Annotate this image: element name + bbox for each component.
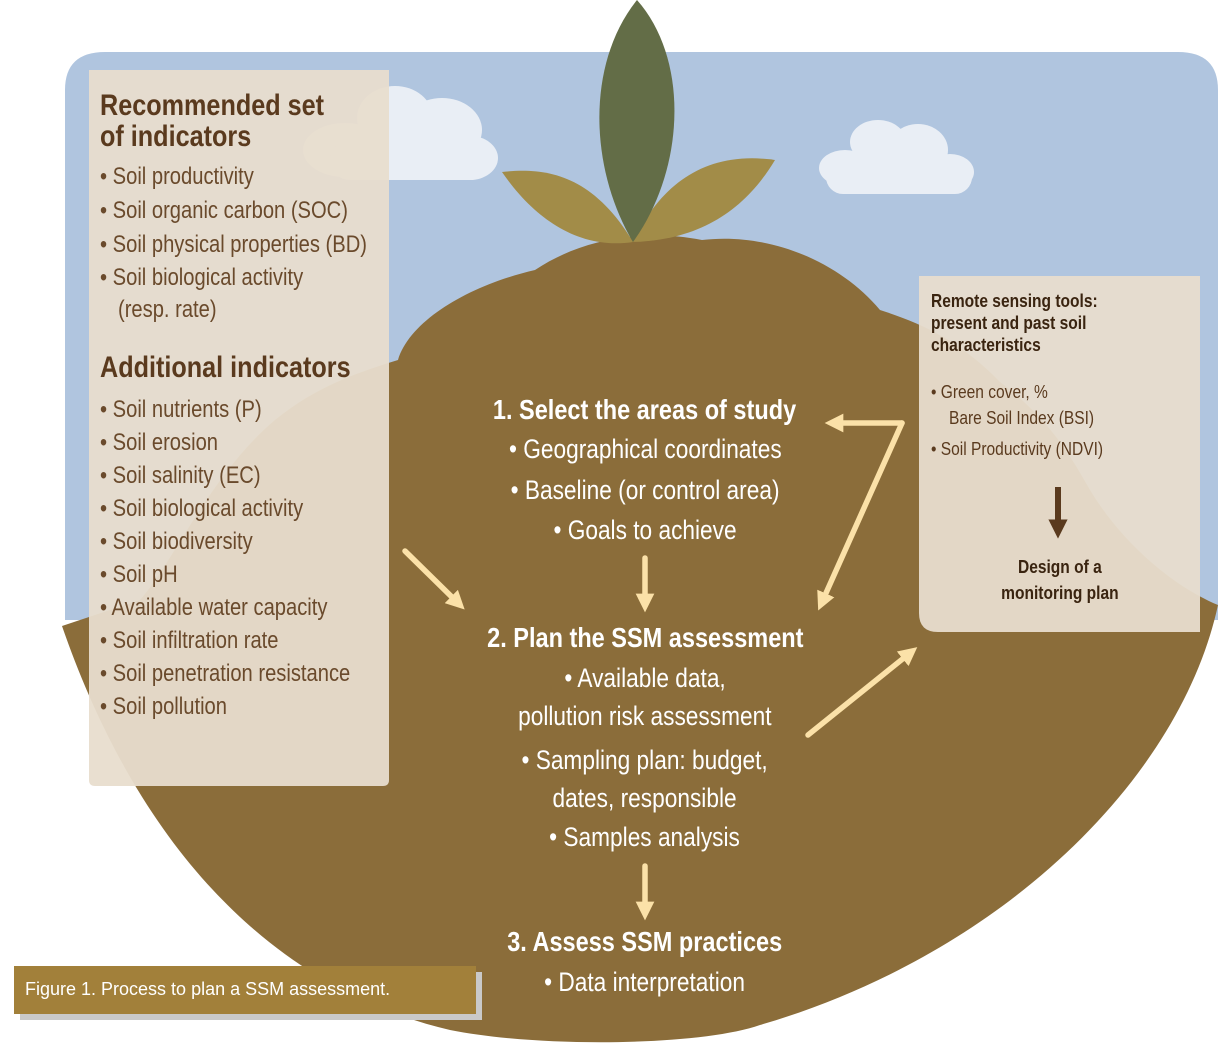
additional-item: • Soil pH — [100, 561, 178, 588]
recommended-title-line2: of indicators — [100, 120, 252, 153]
step3-title: 3. Assess SSM practices — [507, 926, 783, 957]
remote-item: • Green cover, % — [931, 381, 1048, 402]
step2-item: • Available data, — [564, 663, 726, 693]
remote-title-line1: Remote sensing tools: — [931, 290, 1098, 311]
step2-item: dates, responsible — [552, 783, 738, 813]
arrow-step2-to-remote — [805, 647, 918, 738]
left-panel-shape — [89, 70, 389, 786]
step1-item: • Geographical coordinates — [508, 434, 782, 464]
remote-item: • Soil Productivity (NDVI) — [931, 438, 1104, 459]
recommended-item: • Soil physical properties (BD) — [100, 231, 368, 258]
design-label-line1: Design of a — [1018, 556, 1102, 577]
additional-item: • Soil salinity (EC) — [100, 462, 261, 489]
recommended-item-continued: (resp. rate) — [118, 296, 217, 323]
additional-item: • Soil nutrients (P) — [100, 396, 262, 423]
step1-item: • Baseline (or control area) — [510, 475, 780, 505]
remote-item-continued: Bare Soil Index (BSI) — [949, 407, 1095, 428]
additional-item: • Soil biodiversity — [100, 528, 253, 555]
flow-arrows — [402, 413, 918, 921]
additional-item: • Soil pollution — [100, 693, 227, 720]
additional-item: • Soil infiltration rate — [100, 627, 279, 654]
step2-item: pollution risk assessment — [518, 701, 772, 731]
recommended-item: • Soil productivity — [100, 163, 254, 190]
leaf-center — [599, 0, 675, 242]
additional-item: • Available water capacity — [100, 594, 328, 621]
step3-item: • Data interpretation — [544, 967, 746, 997]
leaf-left — [502, 170, 633, 244]
figure-caption: Figure 1. Process to plan a SSM assessme… — [14, 966, 476, 1014]
step1-item: • Goals to achieve — [553, 515, 737, 545]
remote-title-line3: characteristics — [931, 334, 1041, 355]
additional-item: • Soil biological activity — [100, 495, 304, 522]
additional-item: • Soil erosion — [100, 429, 219, 456]
design-label-line2: monitoring plan — [1001, 582, 1119, 603]
step2-title: 2. Plan the SSM assessment — [486, 622, 804, 653]
additional-item: • Soil penetration resistance — [100, 660, 351, 687]
recommended-item: • Soil biological activity — [100, 264, 304, 291]
recommended-item: • Soil organic carbon (SOC) — [100, 197, 348, 224]
step1-title: 1. Select the areas of study — [493, 394, 797, 425]
arrow-remote-to-step2 — [817, 420, 905, 611]
recommended-title-line1: Recommended set — [100, 89, 325, 122]
additional-title: Additional indicators — [100, 351, 351, 384]
step2-item: • Sampling plan: budget, — [521, 745, 769, 775]
right-panel-shape — [919, 276, 1200, 632]
remote-title-line2: present and past soil — [931, 312, 1087, 333]
cloud-right — [819, 120, 974, 194]
figure-caption-text: Figure 1. Process to plan a SSM assessme… — [25, 979, 391, 999]
arrow-indicators-to-step2 — [402, 548, 465, 610]
leaf-right — [633, 158, 775, 242]
step2-item: • Samples analysis — [549, 822, 741, 852]
